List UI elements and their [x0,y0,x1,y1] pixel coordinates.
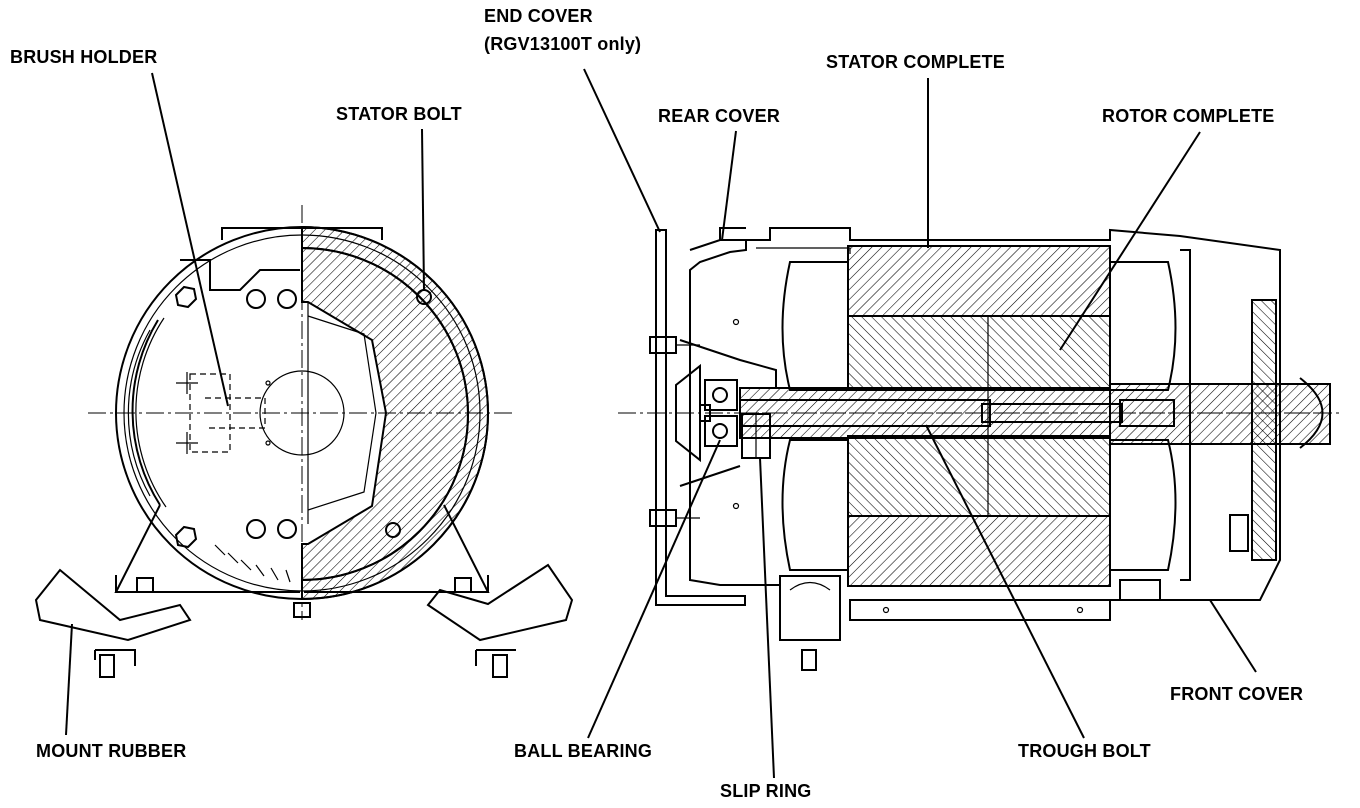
side-section-view [618,227,1340,671]
rear-cover-leader [721,130,737,241]
front-cover-label: FRONT COVER [1170,684,1303,704]
rear-cover-label: REAR COVER [658,106,780,126]
rotor-complete-leader [1059,131,1201,351]
mount-rubber-label: MOUNT RUBBER [36,741,186,761]
stator-bolt-leader [421,128,425,291]
end-cover-note: (RGV13100T only) [484,34,641,54]
trough-bolt-leader [925,424,1085,739]
slip-ring-leader [759,457,775,779]
ball-bearing-label: BALL BEARING [514,741,652,761]
brush-holder-label: BRUSH HOLDER [10,47,157,67]
labels: BRUSH HOLDER END COVER (RGV13100T only) … [10,6,1303,801]
trough-bolt-label: TROUGH BOLT [1018,741,1151,761]
brush-holder-leader [151,72,229,407]
mount-rubber-leader [65,623,73,736]
ball-bearing-leader [587,439,721,739]
stator-complete-label: STATOR COMPLETE [826,52,1005,72]
front-cover-leader [1209,599,1257,673]
end-cover-leader [583,68,661,233]
stator-bolt-label: STATOR BOLT [336,104,462,124]
end-cover-label: END COVER [484,6,593,26]
slip-ring-label: SLIP RING [720,781,811,801]
end-view [34,205,574,678]
rotor-complete-label: ROTOR COMPLETE [1102,106,1274,126]
leader-lines [65,68,1257,779]
